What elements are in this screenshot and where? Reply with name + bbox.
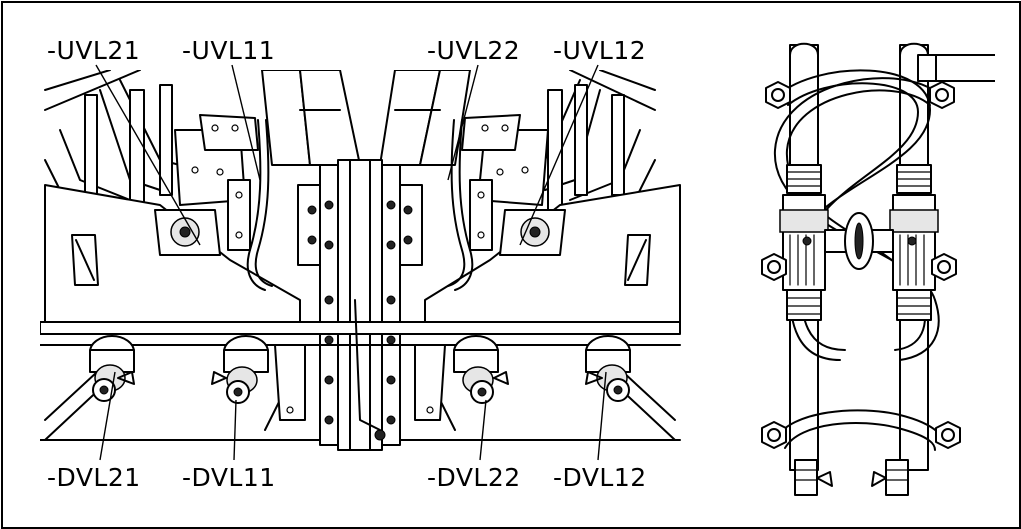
valve-body-dvl21 xyxy=(89,335,135,402)
label-dvl11: -DVL11 xyxy=(182,463,276,492)
left-bracket xyxy=(154,114,259,256)
valve-body-dvl12 xyxy=(585,335,631,402)
label-uvl21: -UVL21 xyxy=(47,36,141,65)
machine-view xyxy=(40,70,681,451)
label-dvl21: -DVL21 xyxy=(47,463,141,492)
valve-body-dvl22 xyxy=(453,335,509,404)
detail-view xyxy=(761,42,995,496)
center-bolts xyxy=(307,200,413,425)
leader-lines xyxy=(95,64,607,461)
label-dvl22: -DVL22 xyxy=(427,463,521,492)
valve-body-dvl11 xyxy=(211,335,269,404)
right-bracket xyxy=(461,114,566,256)
label-dvl12: -DVL12 xyxy=(553,463,647,492)
label-uvl22: -UVL22 xyxy=(427,36,521,65)
label-uvl12: -UVL12 xyxy=(553,36,647,65)
label-uvl11: -UVL11 xyxy=(182,36,276,65)
